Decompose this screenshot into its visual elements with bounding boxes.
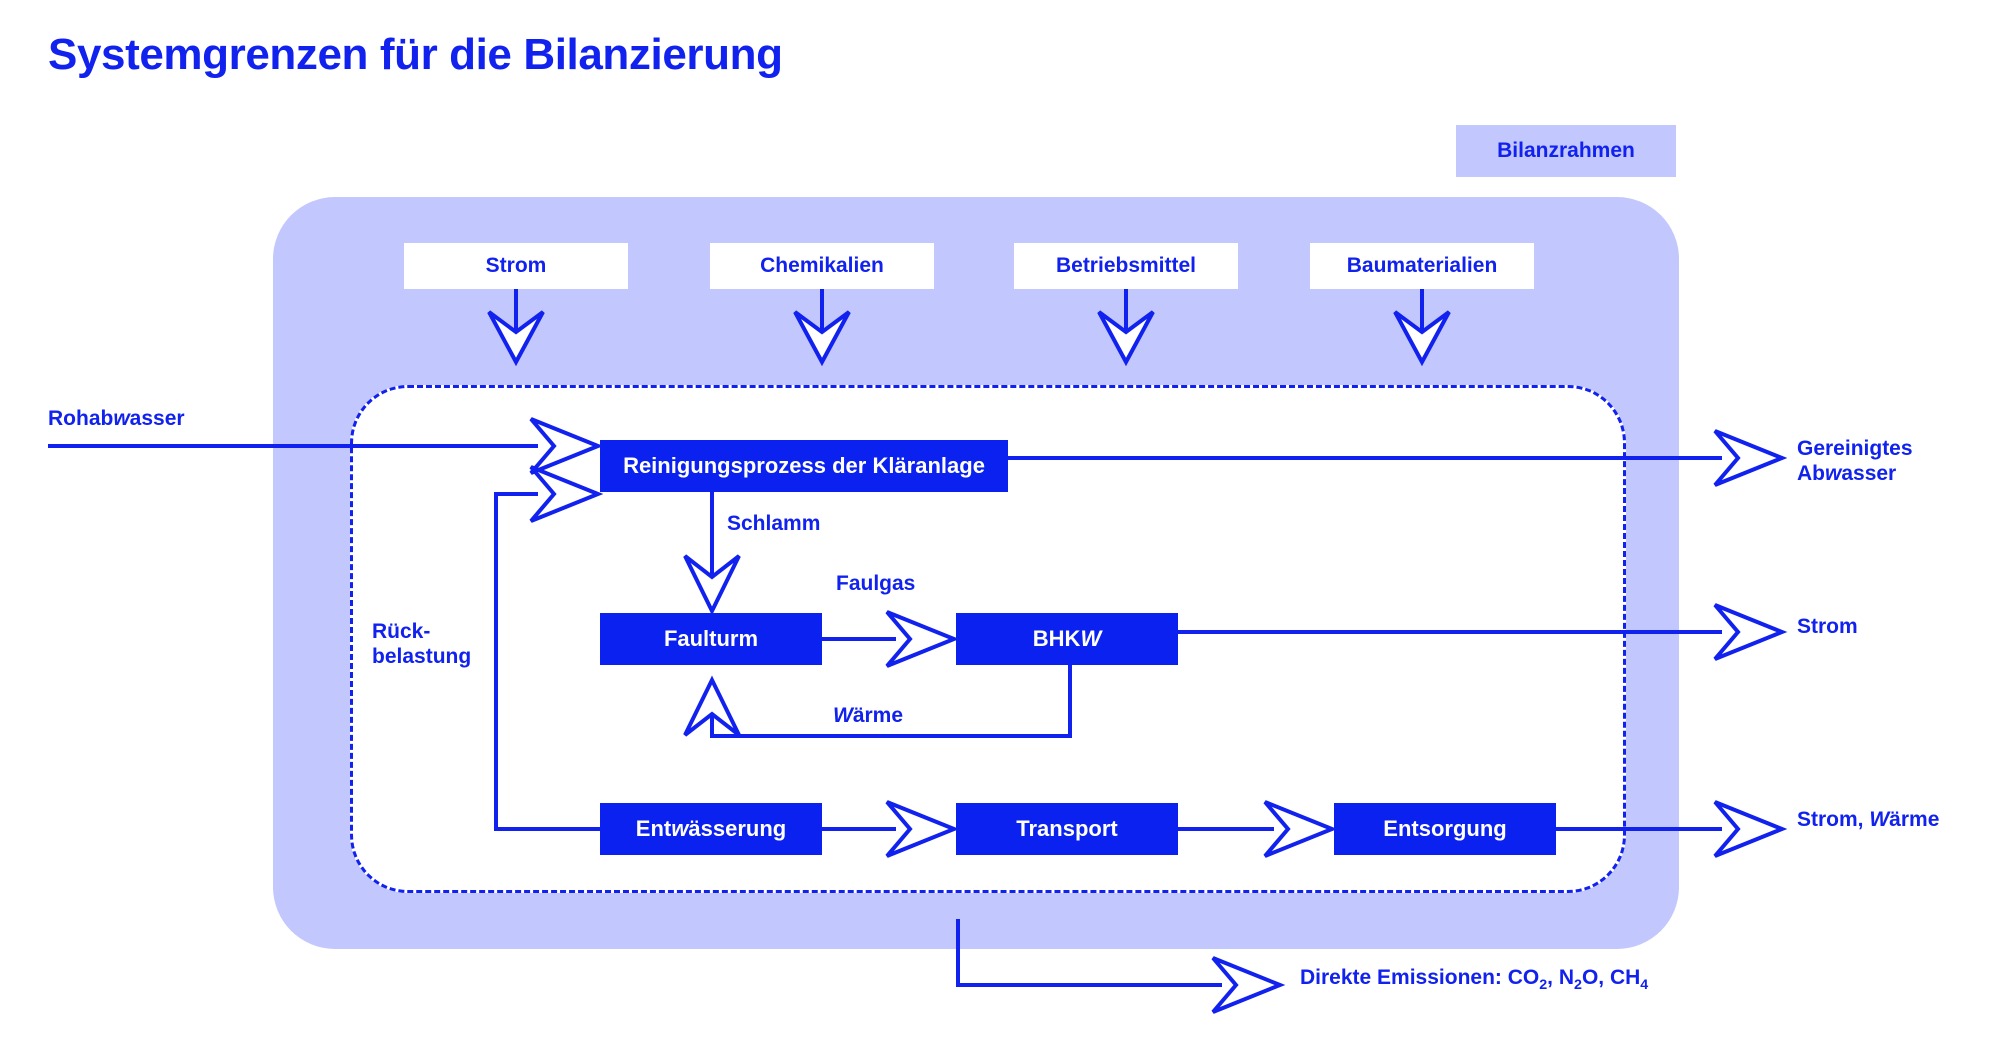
input-label-rohabwasser-italic: w: [113, 407, 130, 430]
process-box-bhkw-label-italic: W: [1080, 626, 1102, 651]
input-box-chemikalien-label: Chemikalien: [760, 254, 884, 277]
output-label-emissionen-sub1: 2: [1539, 976, 1548, 993]
output-label-emissionen-sub3: 4: [1640, 976, 1649, 993]
process-box-bhkw-label-pre: BHK: [1032, 626, 1081, 651]
process-box-faulturm[interactable]: Faulturm: [600, 613, 822, 665]
flow-label-waerme-italic: W: [833, 704, 853, 727]
input-label-rohabwasser-post: asser: [129, 407, 185, 430]
output-label-strom-waerme-post: ärme: [1889, 808, 1940, 831]
output-label-abwasser-post: asser: [1841, 461, 1897, 485]
output-label-gereinigtes-abwasser-line2: Abwasser: [1797, 462, 1913, 487]
input-box-baumaterialien-label: Baumaterialien: [1346, 254, 1498, 277]
output-label-abwasser-pre: Ab: [1797, 461, 1825, 485]
process-box-entsorgung[interactable]: Entsorgung: [1334, 803, 1556, 855]
flow-label-rueckbelastung-line2: belastung: [372, 644, 472, 668]
process-box-faulturm-label: Faulturm: [663, 626, 759, 651]
output-label-strom-waerme-italic: W: [1869, 808, 1890, 831]
flow-label-schlamm-text: Schlamm: [727, 512, 821, 535]
input-box-chemikalien[interactable]: Chemikalien: [710, 243, 934, 289]
input-label-rohabwasser-pre: Rohab: [48, 407, 114, 430]
output-label-strom-waerme-pre: Strom,: [1797, 808, 1870, 831]
flow-label-waerme: Wärme: [833, 704, 903, 729]
output-label-emissionen-sub2: 2: [1574, 976, 1582, 993]
output-label-strom-waerme: Strom, Wärme: [1797, 808, 1939, 833]
process-box-transport[interactable]: Transport: [956, 803, 1178, 855]
flow-label-waerme-post: ärme: [852, 704, 904, 727]
process-box-reinigungsprozess-label: Reinigungsprozess der Kläranlage: [623, 453, 985, 478]
input-box-betriebsmittel-label: Betriebsmittel: [1055, 254, 1197, 277]
input-box-betriebsmittel[interactable]: Betriebsmittel: [1014, 243, 1238, 289]
legend-chip-label: Bilanzrahmen: [1497, 139, 1635, 162]
output-label-strom: Strom: [1797, 615, 1858, 640]
output-label-direkte-emissionen: Direkte Emissionen: CO2, N2O, CH4: [1300, 966, 1649, 993]
process-box-reinigungsprozess[interactable]: Reinigungsprozess der Kläranlage: [600, 440, 1008, 492]
input-box-strom[interactable]: Strom: [404, 243, 628, 289]
flow-label-faulgas: Faulgas: [836, 572, 915, 597]
flow-label-rueckbelastung: Rück- belastung: [372, 620, 471, 670]
legend-chip-bilanzrahmen: Bilanzrahmen: [1456, 125, 1676, 177]
input-box-strom-label: Strom: [485, 254, 547, 277]
output-label-emissionen-pre: Direkte Emissionen: CO: [1300, 966, 1540, 989]
process-box-entwaesserung-label-post: ässerung: [688, 816, 787, 841]
process-box-entwaesserung-label-italic: w: [671, 816, 689, 841]
process-box-transport-label: Transport: [1016, 816, 1118, 841]
output-label-strom-text: Strom: [1797, 615, 1858, 638]
flow-label-faulgas-text: Faulgas: [836, 572, 916, 595]
output-label-emissionen-mid1: , N: [1547, 966, 1575, 989]
flow-label-rueckbelastung-line1: Rück-: [372, 620, 431, 643]
output-label-gereinigtes-abwasser-line1: Gereinigtes: [1797, 437, 1913, 460]
process-box-entwaesserung-label-pre: Ent: [635, 816, 672, 841]
flow-label-schlamm: Schlamm: [727, 512, 820, 537]
output-label-gereinigtes-abwasser: Gereinigtes Abwasser: [1797, 437, 1913, 487]
input-label-rohabwasser: Rohabwasser: [48, 407, 185, 432]
process-box-entsorgung-label: Entsorgung: [1383, 816, 1507, 841]
output-label-emissionen-mid2: O, CH: [1581, 966, 1641, 989]
input-box-baumaterialien[interactable]: Baumaterialien: [1310, 243, 1534, 289]
output-label-abwasser-italic: w: [1825, 461, 1842, 485]
page-title: Systemgrenzen für die Bilanzierung: [48, 30, 783, 79]
